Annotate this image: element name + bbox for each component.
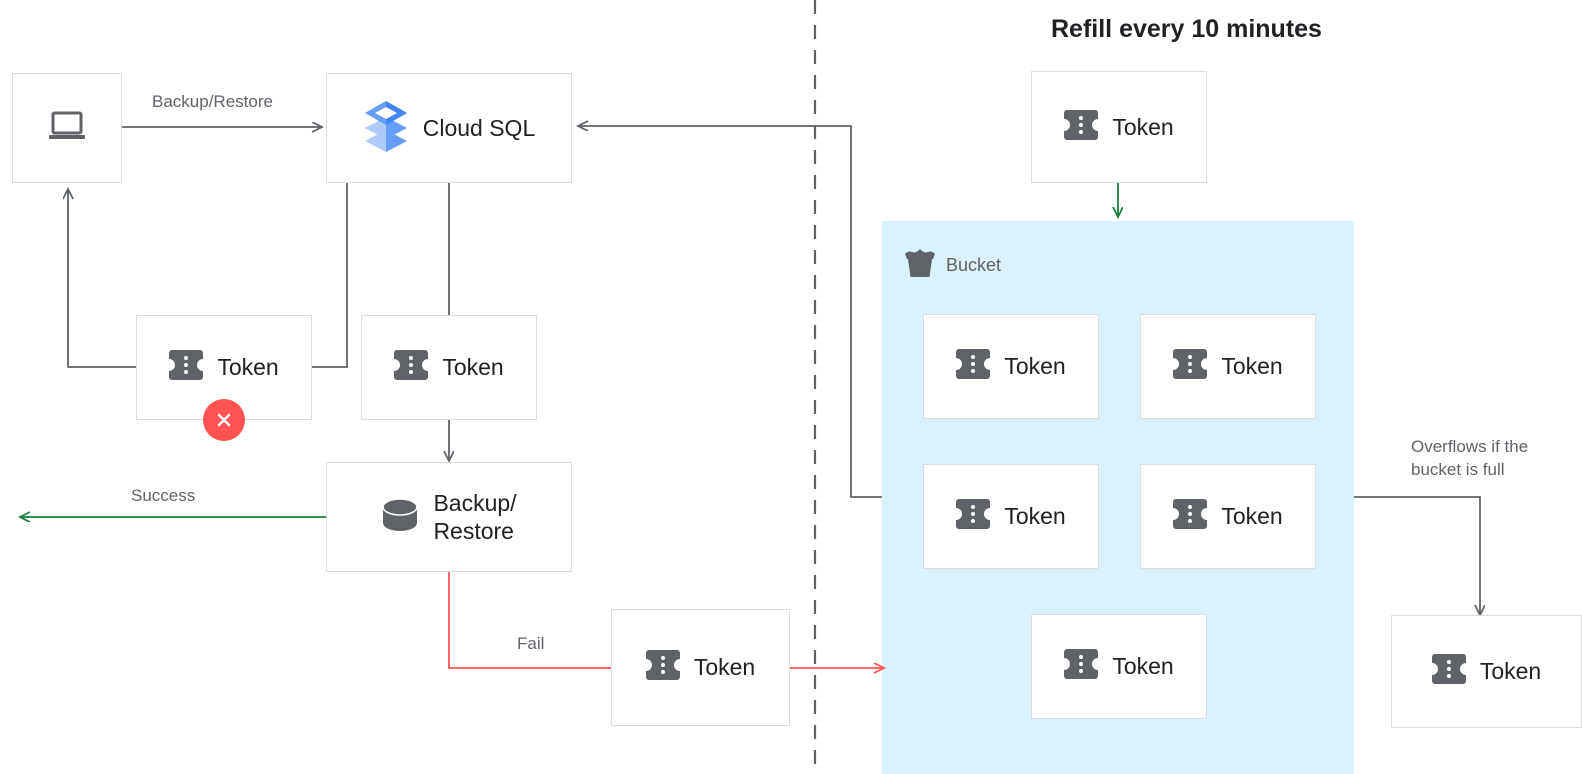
bucket-token-label: Token [1004,353,1066,380]
node-token-client-label: Token [217,354,279,381]
bucket-token-label: Token [1221,353,1283,380]
node-token-sql-label: Token [442,354,504,381]
bucket-token-label: Token [1112,653,1174,680]
database-icon [381,497,419,536]
bucket-token-box[interactable]: Token [1140,314,1316,419]
node-cloud-sql-label: Cloud SQL [422,114,536,141]
bucket-token-label: Token [1004,503,1066,530]
token-icon [956,499,991,534]
bucket-tag-label: Bucket [946,255,1002,275]
laptop-icon [48,111,86,146]
bucket-token-box[interactable]: Token [923,464,1099,569]
edge-token-to-client [68,189,136,368]
node-token-sql[interactable]: Token [361,315,537,420]
edge-label-backup-restore: Backup/Restore [152,92,273,111]
node-token-fail-label: Token [693,654,756,681]
token-icon [1173,499,1208,534]
diagram-title: Refill every 10 minutes [1051,15,1322,43]
node-client[interactable] [12,73,122,183]
close-icon [217,413,231,427]
bucket-token-box[interactable]: Token [1031,614,1207,719]
edge-label-success: Success [131,486,196,505]
node-token-overflow[interactable]: Token [1391,615,1582,728]
node-cloud-sql[interactable]: Cloud SQL [326,73,572,183]
edge-label-fail: Fail [517,634,545,653]
bucket-tag: Bucket [903,248,1001,283]
token-icon [1173,349,1208,384]
node-token-fail[interactable]: Token [611,609,790,726]
edge-cloudsql-to-token-client [311,183,348,368]
cloud-sql-icon [363,100,409,157]
token-icon [394,350,429,385]
bucket-token-box[interactable]: Token [1140,464,1316,569]
bucket-icon [903,248,937,283]
edge-label-overflow: Overflows if the bucket is full [1411,437,1529,479]
token-icon [1064,649,1099,684]
node-token-refill-label: Token [1112,113,1174,140]
error-badge [203,399,245,441]
bucket-token-label: Token [1221,503,1283,530]
node-backup-restore-label: Backup/ Restore [433,489,517,544]
node-token-overflow-label: Token [1479,658,1542,685]
token-icon [956,349,991,384]
token-icon [169,350,204,385]
token-icon [1064,109,1099,145]
token-icon [645,650,680,685]
token-icon [1431,654,1466,689]
bucket-token-box[interactable]: Token [923,314,1099,419]
edge-bucket-overflow [1354,496,1480,615]
node-backup-restore[interactable]: Backup/ Restore [326,462,572,572]
node-token-refill[interactable]: Token [1031,71,1207,183]
edge-bucket-to-cloudsql [578,126,882,498]
